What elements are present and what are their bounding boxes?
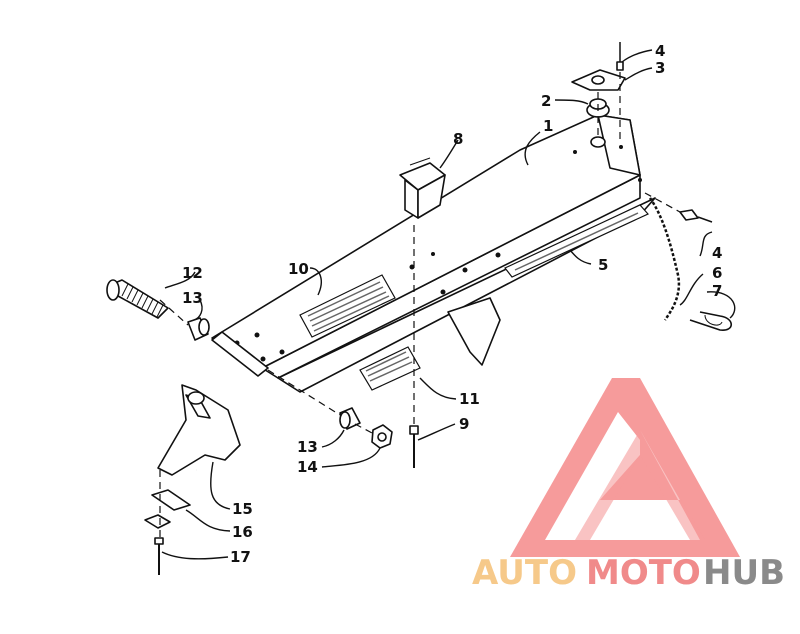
part-17-pin [154,537,164,575]
part-9-pin [409,425,419,468]
mount-tube [211,331,269,377]
callout-4-right: 4 [712,244,722,262]
callout-1: 1 [543,117,553,135]
decal-10 [299,274,396,338]
callout-15: 15 [232,500,253,518]
decal-5 [504,204,649,278]
part-13-bushing-left [187,317,210,341]
leader-lines [161,49,736,560]
callout-13-right: 13 [297,438,318,456]
alignment-lines [159,72,681,538]
callout-7: 7 [712,282,722,300]
part-12-bolt [106,279,169,319]
part-4-pin-right [679,209,713,223]
callouts: 1 2 3 4 4 5 6 7 8 9 10 11 12 13 13 14 15… [182,42,722,566]
callout-9: 9 [459,415,469,433]
part-14-nut [371,424,393,449]
callout-3: 3 [655,59,665,77]
part-6-tether [648,197,681,321]
part-15-bracket [157,384,241,476]
part-3-plate [571,69,626,91]
callout-5: 5 [598,256,608,274]
watermark-hub: HUB [703,553,785,593]
watermark-logo [510,378,740,557]
callout-13-left: 13 [182,289,203,307]
watermark-text: AUTO MOTO HUB [472,553,785,593]
callout-4-top: 4 [655,42,665,60]
watermark-moto: MOTO [586,553,701,593]
part-8-clip [399,157,446,219]
part-4-pin-top [616,42,624,71]
callout-16: 16 [232,523,253,541]
callout-14: 14 [297,458,318,476]
main-bracket [211,114,656,393]
decal-11 [359,346,421,391]
callout-12: 12 [182,264,203,282]
callout-10: 10 [288,260,309,278]
callout-11: 11 [459,390,480,408]
watermark-auto: AUTO [472,553,577,593]
part-7-hairpin [689,311,733,331]
callout-8: 8 [453,130,463,148]
callout-6: 6 [712,264,722,282]
callout-17: 17 [230,548,251,566]
callout-2: 2 [541,92,551,110]
part-16-plate [144,489,191,529]
part-13-bushing-right [339,407,361,430]
